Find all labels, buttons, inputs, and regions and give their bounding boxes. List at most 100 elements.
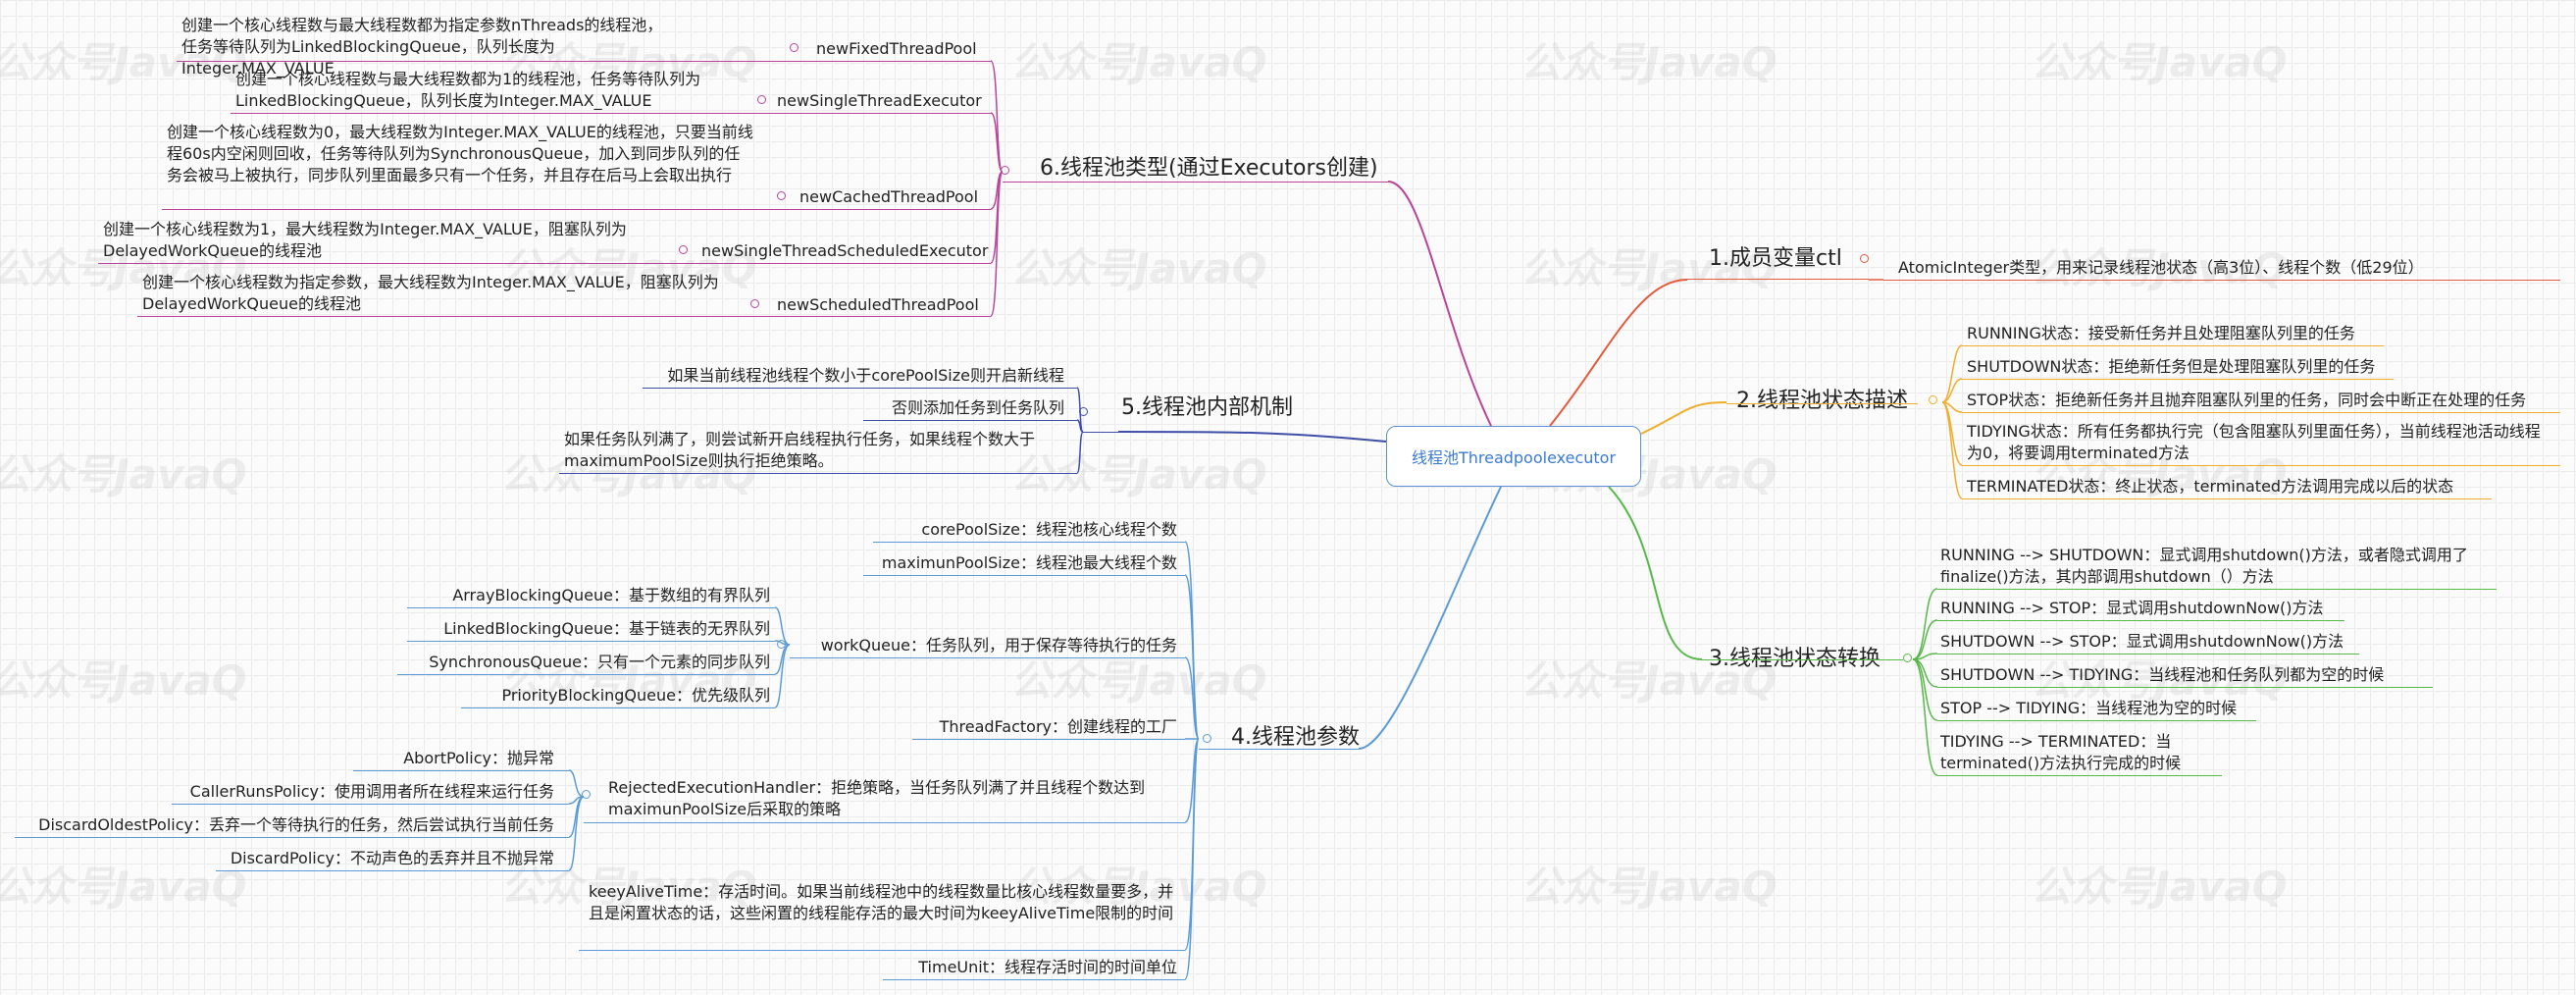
b6-item-desc[interactable]: 创建一个核心线程数为0，最大线程数为Integer.MAX_VALUE的线程池，…	[167, 123, 753, 184]
item-line	[177, 61, 991, 62]
b3-item[interactable]: RUNNING --> STOP：显式调用shutdownNow()方法	[1940, 599, 2324, 617]
item-line	[1962, 498, 2492, 499]
b6-item-desc[interactable]: 创建一个核心线程数为指定参数，最大线程数为Integer.MAX_VALUE，阻…	[142, 273, 719, 313]
item-line	[1937, 654, 2359, 655]
b3-item[interactable]: STOP --> TIDYING：当线程池为空的时候	[1940, 699, 2238, 717]
b6-item-desc[interactable]: 创建一个核心线程数为1，最大线程数为Integer.MAX_VALUE，阻塞队列…	[103, 220, 627, 260]
b6-item-name[interactable]: newFixedThreadPool	[816, 39, 977, 58]
item-line	[162, 209, 991, 210]
item-line	[1937, 620, 2344, 621]
branch-3-underline	[1702, 659, 1903, 660]
item-line	[1962, 379, 2394, 380]
collapse-toggle-icon[interactable]	[1929, 395, 1937, 404]
b4-param-core[interactable]: corePoolSize：线程池核心线程个数	[921, 520, 1177, 539]
collapse-toggle-icon[interactable]	[1001, 166, 1009, 175]
collapse-toggle-icon[interactable]	[777, 640, 786, 649]
item-line	[873, 542, 1185, 543]
b6-item-name[interactable]: newSingleThreadScheduledExecutor	[701, 241, 989, 260]
item-line	[1937, 589, 2497, 590]
b2-item[interactable]: RUNNING状态：接受新任务并且处理阻塞队列里的任务	[1967, 324, 2355, 342]
branch-3-title[interactable]: 3.线程池状态转换	[1709, 647, 1880, 671]
collapse-toggle-icon[interactable]	[750, 299, 759, 308]
b5-item[interactable]: 如果任务队列满了，则尝试新开启线程执行任务，如果线程个数大于maximumPoo…	[564, 430, 1036, 470]
item-line	[98, 263, 991, 264]
item-line	[172, 804, 569, 805]
b2-item[interactable]: STOP状态：拒绝新任务并且抛弃阻塞队列里的任务，同时会中断正在处理的任务	[1967, 391, 2527, 409]
collapse-toggle-icon[interactable]	[790, 43, 799, 52]
b4-param-reject[interactable]: RejectedExecutionHandler：拒绝策略，当任务队列满了并且线…	[608, 778, 1146, 818]
b3-item[interactable]: RUNNING --> SHUTDOWN：显式调用shutdown()方法，或者…	[1940, 546, 2468, 586]
item-line	[863, 575, 1185, 576]
root-node[interactable]: 线程池Threadpoolexecutor	[1386, 426, 1641, 487]
b3-item[interactable]: SHUTDOWN --> STOP：显式调用shutdownNow()方法	[1940, 632, 2344, 651]
branch-4-title[interactable]: 4.线程池参数	[1231, 725, 1360, 750]
b3-item[interactable]: SHUTDOWN --> TIDYING：当线程池和任务队列都为空的时候	[1940, 665, 2385, 684]
branch-6-title[interactable]: 6.线程池类型(通过Executors创建)	[1040, 156, 1378, 181]
b6-item-desc[interactable]: 创建一个核心线程数与最大线程数都为1的线程池，任务等待队列为LinkedBloc…	[235, 70, 701, 110]
b5-item[interactable]: 否则添加任务到任务队列	[891, 398, 1064, 417]
collapse-toggle-icon[interactable]	[757, 95, 766, 104]
item-line	[1962, 412, 2560, 413]
item-line	[883, 979, 1185, 980]
b4-param-workqueue[interactable]: workQueue：任务队列，用于保存等待执行的任务	[820, 636, 1177, 655]
b2-item[interactable]: TERMINATED状态：终止状态，terminated方法调用完成以后的状态	[1967, 477, 2454, 496]
item-line	[231, 113, 991, 114]
b3-item[interactable]: TIDYING --> TERMINATED：当terminated()方法执行…	[1940, 732, 2182, 772]
item-line	[579, 950, 1185, 951]
b2-item[interactable]: TIDYING状态：所有任务都执行完（包含阻塞队列里面任务），当前线程池活动线程…	[1967, 422, 2541, 462]
branch-2-underline	[1726, 403, 1918, 404]
queue-item[interactable]: PriorityBlockingQueue：优先级队列	[501, 686, 770, 705]
item-line	[912, 739, 1185, 740]
collapse-toggle-icon[interactable]	[582, 790, 591, 799]
b4-param-timeunit[interactable]: TimeUnit：线程存活时间的时间单位	[918, 958, 1177, 976]
branch-1-underline	[1687, 279, 1869, 280]
policy-item[interactable]: DiscardPolicy：不动声色的丢弃并且不抛异常	[230, 849, 554, 867]
item-line	[863, 420, 1077, 421]
collapse-toggle-icon[interactable]	[1079, 407, 1088, 416]
branch-4-underline	[1199, 749, 1359, 750]
item-line	[584, 822, 1185, 823]
item-line	[137, 316, 991, 317]
item-line	[1962, 345, 2384, 346]
branch-1-title[interactable]: 1.成员变量ctl	[1709, 246, 1842, 271]
b4-param-factory[interactable]: ThreadFactory：创建线程的工厂	[939, 717, 1177, 736]
item-line	[1962, 465, 2560, 466]
queue-item[interactable]: LinkedBlockingQueue：基于链表的无界队列	[443, 619, 770, 638]
collapse-toggle-icon[interactable]	[679, 245, 688, 254]
b1-item-line	[1883, 280, 2560, 281]
item-line	[559, 473, 1077, 474]
item-line	[461, 707, 775, 708]
branch-6-underline	[1003, 182, 1388, 183]
branch-5-title[interactable]: 5.线程池内部机制	[1121, 395, 1293, 420]
collapse-toggle-icon[interactable]	[1903, 654, 1912, 662]
policy-item[interactable]: AbortPolicy：抛异常	[403, 749, 554, 767]
queue-item[interactable]: ArrayBlockingQueue：基于数组的有界队列	[452, 586, 770, 604]
item-line	[397, 674, 775, 675]
b2-item[interactable]: SHUTDOWN状态：拒绝新任务但是处理阻塞队列里的任务	[1967, 357, 2376, 376]
collapse-toggle-icon[interactable]	[1203, 734, 1211, 743]
item-line	[1937, 775, 2222, 776]
collapse-toggle-icon[interactable]	[1860, 254, 1869, 263]
item-line	[216, 870, 569, 871]
b6-item-desc[interactable]: 创建一个核心线程数与最大线程数都为指定参数nThreads的线程池，任务等待队列…	[181, 16, 663, 78]
item-line	[407, 641, 775, 642]
item-line	[15, 837, 569, 838]
item-line	[790, 657, 1185, 658]
b6-item-name[interactable]: newCachedThreadPool	[799, 187, 979, 206]
b4-param-keepalive[interactable]: keeyAliveTime：存活时间。如果当前线程池中的线程数量比核心线程数量要…	[589, 882, 1174, 922]
policy-item[interactable]: DiscardOldestPolicy：丢弃一个等待执行的任务，然后尝试执行当前…	[38, 815, 554, 834]
item-line	[1937, 687, 2433, 688]
item-line	[643, 388, 1077, 389]
queue-item[interactable]: SynchronousQueue：只有一个元素的同步队列	[429, 653, 770, 671]
b4-param-max[interactable]: maximunPoolSize：线程池最大线程个数	[881, 553, 1177, 572]
b5-item[interactable]: 如果当前线程池线程个数小于corePoolSize则开启新线程	[667, 366, 1064, 385]
branch-5-underline	[1083, 432, 1118, 433]
b6-item-name[interactable]: newSingleThreadExecutor	[777, 91, 982, 110]
b1-item[interactable]: AtomicInteger类型，用来记录线程池状态（高3位）、线程个数（低29位…	[1898, 258, 2424, 277]
collapse-toggle-icon[interactable]	[777, 191, 786, 200]
b6-item-name[interactable]: newScheduledThreadPool	[777, 295, 979, 314]
item-line	[353, 770, 569, 771]
branch-2-title[interactable]: 2.线程池状态描述	[1736, 389, 1908, 413]
policy-item[interactable]: CallerRunsPolicy：使用调用者所在线程来运行任务	[189, 782, 554, 801]
